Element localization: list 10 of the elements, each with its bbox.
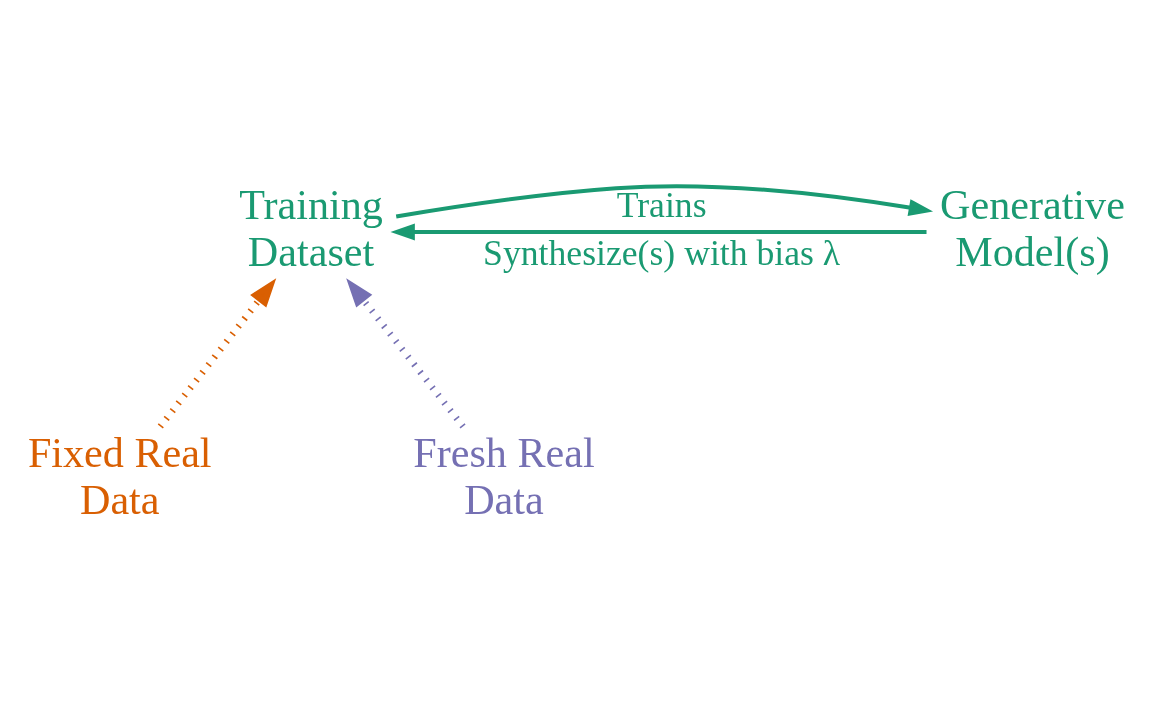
node-text: Generative Model(s) (940, 180, 1125, 275)
node-text: Fixed Real Data (27, 428, 212, 523)
arrow (346, 277, 466, 428)
node-text: Training Dataset (239, 180, 383, 275)
arrow (157, 277, 277, 428)
arrow (395, 183, 934, 218)
edge-label: Synthesize(s) with bias λ (483, 232, 841, 273)
arrow (390, 222, 927, 240)
node-text: Fresh Real Data (413, 428, 595, 523)
edge-label: Trains (616, 184, 707, 225)
